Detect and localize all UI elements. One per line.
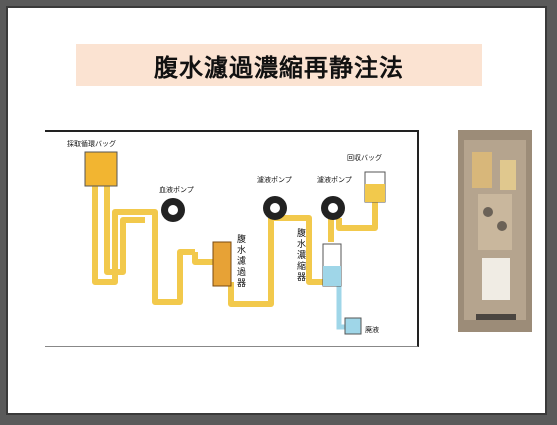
tube-segment-3 xyxy=(192,252,213,265)
ascites-apparatus-photo xyxy=(458,130,532,332)
cart-flow-diagram: 採取循環バッグ 血液ポンプ 腹 水 濾 過 器 濾液ポンプ 濾液ポンプ 回収バッ… xyxy=(45,130,419,347)
photo-pump-1 xyxy=(483,207,493,217)
waste-line xyxy=(336,284,345,330)
collection-bag-shape xyxy=(84,151,118,187)
photo-svg xyxy=(458,130,532,332)
filter-label-2: 水 xyxy=(237,244,246,256)
concentrator-label-3: 濃 xyxy=(297,249,306,261)
waste-container-shape xyxy=(344,317,362,335)
concentrator-label-1: 腹 xyxy=(297,227,306,239)
concentrator-label-4: 縮 xyxy=(297,260,306,272)
filtrate-pump-hub xyxy=(270,203,280,213)
slide: 腹水濾過濃縮再静注法 採取循環バッグ 血液ポンプ xyxy=(6,6,547,415)
filter-label-1: 腹 xyxy=(237,233,246,245)
tube-segment-1 xyxy=(92,182,195,305)
collection-bag-label: 採取循環バッグ xyxy=(67,139,116,148)
pump-3-label: 濾液ポンプ xyxy=(317,175,352,184)
concentrator-label-5: 器 xyxy=(297,272,306,283)
slide-title: 腹水濾過濃縮再静注法 xyxy=(154,53,404,82)
photo-base xyxy=(476,314,516,320)
tube-segment-2 xyxy=(104,182,145,275)
filter-shape xyxy=(212,241,232,287)
tube-segment-5 xyxy=(271,215,323,285)
recovery-bag-fill xyxy=(365,184,385,202)
tube-segment-4 xyxy=(228,218,274,307)
blood-pump-hub xyxy=(168,205,178,215)
photo-machine xyxy=(478,194,512,250)
filter-label-4: 過 xyxy=(237,267,246,278)
blood-pump-label: 血液ポンプ xyxy=(159,185,194,194)
photo-pump-2 xyxy=(497,221,507,231)
concentrator-label-2: 水 xyxy=(297,238,306,250)
title-band: 腹水濾過濃縮再静注法 xyxy=(76,44,482,86)
pump-2-label: 濾液ポンプ xyxy=(257,175,292,184)
tubing xyxy=(92,182,378,307)
flow-svg: 採取循環バッグ 血液ポンプ 腹 水 濾 過 器 濾液ポンプ 濾液ポンプ 回収バッ… xyxy=(67,139,386,335)
tube-segment-6 xyxy=(336,182,378,231)
recovery-bag-label: 回収バッグ xyxy=(347,153,382,162)
concentrator-fill xyxy=(323,266,341,286)
waste-label: 廃液 xyxy=(365,325,379,334)
filter-label-3: 濾 xyxy=(237,255,246,267)
photo-bag-left xyxy=(472,152,492,188)
filter-label-5: 器 xyxy=(237,278,246,289)
filtrate-pump-2-hub xyxy=(328,203,338,213)
photo-bag-right xyxy=(500,160,516,190)
photo-container xyxy=(482,258,510,300)
